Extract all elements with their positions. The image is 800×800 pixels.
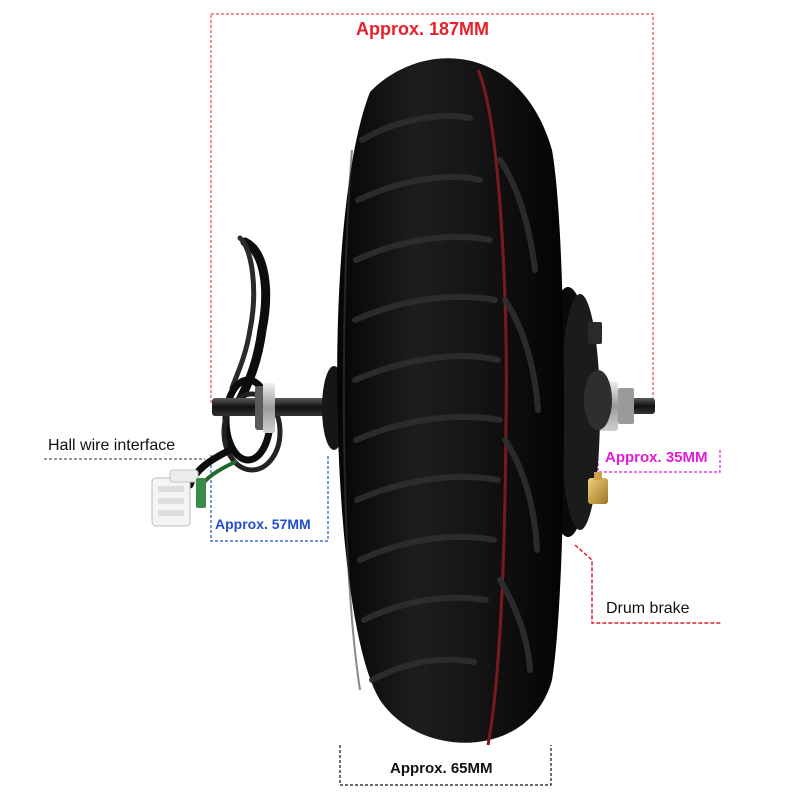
drum-brake-leader-line — [574, 544, 722, 624]
hall-wire-cable — [186, 235, 283, 492]
drum-brake-label: Drum brake — [606, 600, 690, 617]
width-dimension-label: Approx. 187MM — [356, 19, 490, 39]
tire-width-dimension-line — [339, 745, 552, 786]
drum-brake-image — [588, 472, 608, 504]
tire-width-dimension-label: Approx. 65MM — [390, 760, 493, 777]
axle-left-dimension-label: Approx. 57MM — [215, 516, 311, 532]
axle-left-dimension-line — [210, 455, 329, 542]
hub-motor-wheel-image — [337, 58, 564, 746]
hall-wire-interface-label: Hall wire interface — [48, 437, 176, 454]
hall-wire-connector-image — [151, 469, 206, 527]
axle-right-dimension-label: Approx. 35MM — [605, 449, 708, 466]
